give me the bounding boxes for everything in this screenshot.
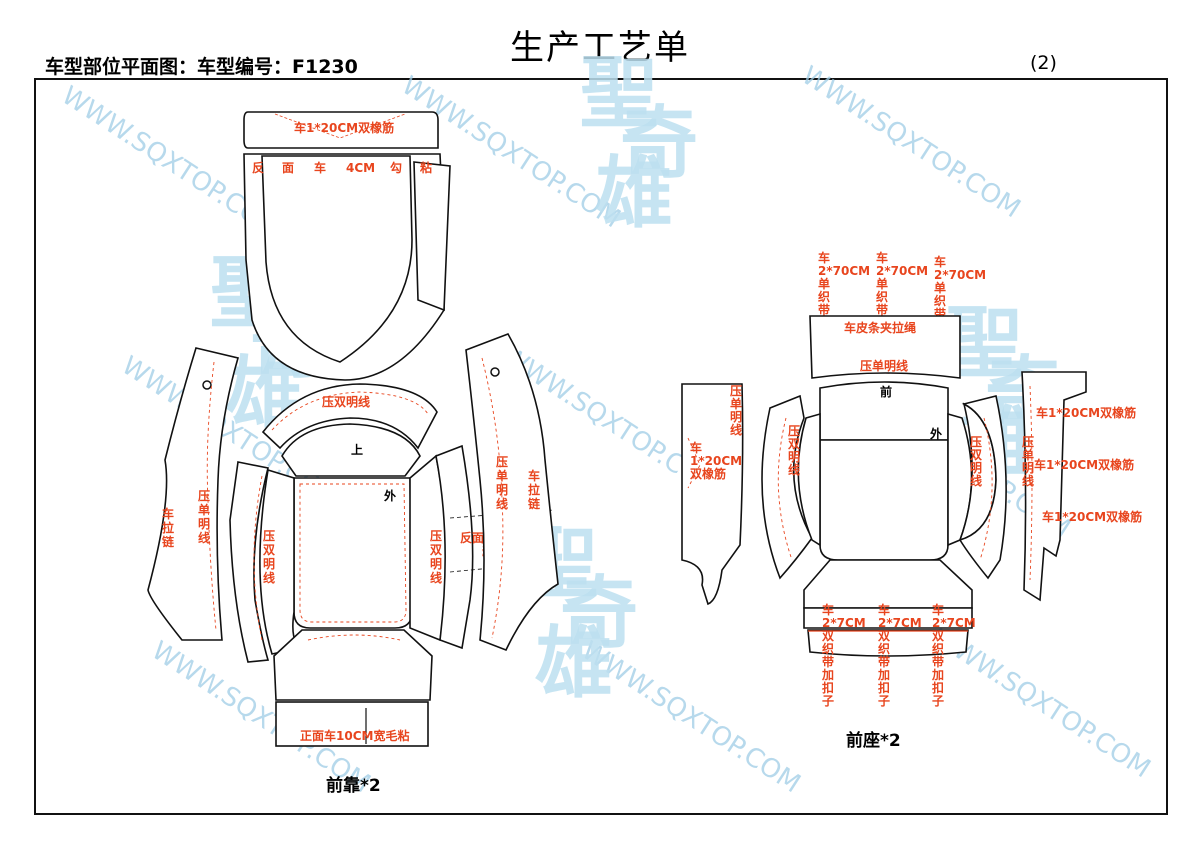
seat-center-panel bbox=[819, 439, 949, 561]
stitch-line bbox=[206, 361, 217, 631]
seat-right-elastic-label: 车1*20CM双橡筋 bbox=[1042, 509, 1142, 524]
stitch-line bbox=[1029, 385, 1033, 581]
seat-right-single-label: 压单明线 bbox=[1022, 435, 1034, 488]
backrest-bottom-band-label: 正面车10CM宽毛粘 bbox=[300, 728, 409, 743]
backrest-left-inner-side bbox=[259, 468, 302, 655]
stitch-line bbox=[777, 417, 793, 561]
seat-left-single-label: 压单明线 bbox=[730, 384, 742, 437]
seat-right-outer-side bbox=[1021, 371, 1087, 602]
stitch-line bbox=[481, 357, 504, 639]
stitch-line bbox=[253, 475, 263, 641]
stitch-line bbox=[271, 391, 429, 431]
sheet-frame bbox=[34, 78, 1168, 815]
hole-mark bbox=[490, 367, 500, 377]
elastic-mark bbox=[274, 113, 406, 139]
backrest-side-text: 车 bbox=[314, 160, 326, 175]
backrest-side-text: 4CM bbox=[346, 161, 375, 175]
backrest-head-cap bbox=[281, 423, 421, 477]
watermark-logo-char: 聖 bbox=[580, 48, 658, 139]
backrest-top-band-label: 车1*20CM双橡筋 bbox=[294, 120, 394, 135]
seat-bottom-panel bbox=[803, 559, 973, 609]
seat-outer-label: 外 bbox=[930, 426, 942, 441]
seat-front-panel bbox=[819, 381, 949, 441]
seat-right-gusset bbox=[958, 395, 1007, 580]
backrest-right-inner-gusset bbox=[435, 444, 474, 650]
model-subtitle: 车型部位平面图：车型编号：F1230 bbox=[45, 56, 358, 78]
backrest-side-text: 反 bbox=[252, 160, 264, 175]
backrest-right-single-label: 压单明线 bbox=[496, 455, 508, 511]
seat-right-inner-double-label: 压双明线 bbox=[970, 435, 982, 488]
seat-top-band bbox=[809, 315, 961, 379]
seat-front-label: 前 bbox=[880, 384, 892, 399]
backrest-left-zip-label: 车拉链 bbox=[162, 506, 175, 549]
backrest-pattern: 车1*20CM双橡筋 反 面 车 4CM 勾 粘 压双明线 上 外 车拉链 压单… bbox=[147, 111, 559, 796]
backrest-side-text: 勾 bbox=[390, 160, 402, 175]
backrest-right-zip-label: 车拉链 bbox=[528, 468, 541, 511]
backrest-inner-panel bbox=[261, 155, 413, 363]
seat-left-gusset bbox=[761, 394, 813, 580]
seat-right-elastic-label: 车1*20CM双橡筋 bbox=[1036, 405, 1136, 420]
backrest-outer-label: 外 bbox=[384, 488, 396, 503]
backrest-top-band bbox=[243, 111, 439, 149]
seat-left-inner-side bbox=[797, 412, 821, 547]
backrest-bottom-band bbox=[275, 701, 429, 747]
page-number: (2) bbox=[1030, 52, 1057, 74]
backrest-right-double-label: 压双明线 bbox=[430, 529, 442, 585]
seat-caption: 前座*2 bbox=[846, 730, 901, 751]
backrest-left-outer-side bbox=[147, 347, 240, 641]
document-title: 生产工艺单 bbox=[510, 28, 690, 68]
backrest-upper-band bbox=[261, 383, 438, 450]
watermark-logo-char: 雄 bbox=[535, 618, 613, 709]
backrest-left-single-label: 压单明线 bbox=[198, 489, 210, 545]
watermark-logo-char: 奇 bbox=[620, 98, 698, 189]
backrest-side-text: 面 bbox=[282, 161, 294, 175]
backrest-left-double-label: 压双明线 bbox=[263, 529, 275, 585]
backrest-left-inner-gusset bbox=[229, 461, 270, 663]
hole-mark bbox=[202, 380, 212, 390]
backrest-right-outer-side bbox=[465, 333, 559, 652]
watermark-text: WWW.SQXTOP.COM bbox=[796, 61, 1025, 225]
seat-left-outer-side bbox=[681, 383, 744, 606]
backrest-side-text: 粘 bbox=[420, 160, 432, 175]
seat-clip-rope-label: 车皮条夹拉绳 bbox=[844, 320, 916, 335]
backrest-caption: 前靠*2 bbox=[326, 775, 381, 796]
stitch-line bbox=[979, 417, 993, 561]
backrest-double-stitch-label: 压双明线 bbox=[322, 394, 370, 409]
backrest-right-flap bbox=[413, 161, 451, 312]
watermark-logo-char: 奇 bbox=[560, 568, 638, 659]
watermark-logo-char: 雄 bbox=[595, 148, 673, 239]
backrest-bottom-panel bbox=[273, 629, 433, 701]
seat-single-stitch-label: 压单明线 bbox=[860, 358, 908, 373]
backrest-up-label: 上 bbox=[351, 442, 363, 457]
seat-right-elastic-label: 车1*20CM双橡筋 bbox=[1034, 457, 1134, 472]
seat-left-inner-double-label: 压双明线 bbox=[788, 424, 800, 477]
seat-bottom-band bbox=[807, 629, 969, 657]
seat-bottom-strip bbox=[803, 607, 973, 629]
